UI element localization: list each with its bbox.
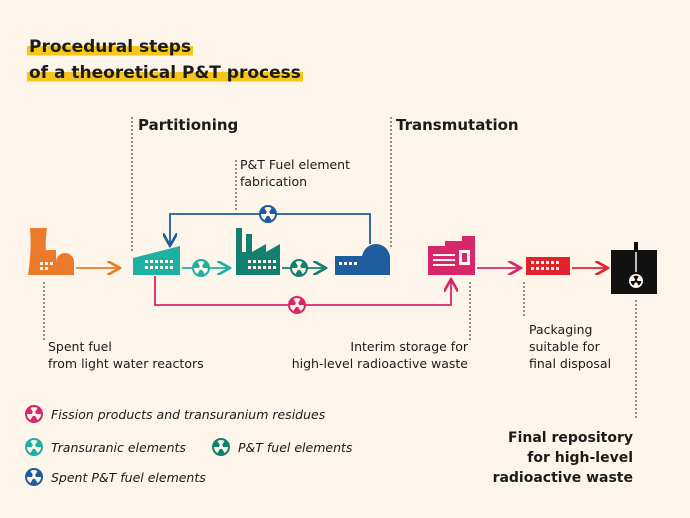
spent-fuel-line-2: from light water reactors — [48, 356, 204, 371]
packaging-plant-icon — [526, 257, 570, 275]
interim-line-2: high-level radioactive waste — [291, 356, 468, 371]
spent-fuel-label: Spent fuel from light water reactors — [48, 338, 204, 372]
spent-pt-radiation-icon — [25, 468, 43, 486]
spent-pt-flow-icon — [259, 205, 277, 223]
title-line-1: Procedural steps — [27, 37, 194, 57]
title-line-2: of a theoretical P&T process — [27, 63, 303, 83]
legend-fission: Fission products and transuranium residu… — [25, 405, 325, 423]
partitioning-plant-icon — [133, 246, 180, 275]
final-repository-icon — [611, 242, 657, 294]
packaging-line-1: Packaging — [529, 322, 593, 337]
transmutation-reactor-icon — [335, 244, 390, 275]
interim-line-1: Interim storage for — [350, 339, 468, 354]
spent-fuel-line-1: Spent fuel — [48, 339, 112, 354]
final-line-3: radioactive waste — [492, 470, 633, 486]
legend-spent-pt-label: Spent P&T fuel elements — [51, 469, 206, 485]
legend-pt-fuel: P&T fuel elements — [212, 438, 352, 456]
packaging-label: Packaging suitable for final disposal — [529, 321, 611, 372]
transuranic-radiation-icon — [25, 438, 43, 456]
legend-fission-label: Fission products and transuranium residu… — [51, 406, 326, 422]
legend-pt-fuel-label: P&T fuel elements — [238, 439, 353, 455]
fuel-fabrication-label: P&T Fuel element fabrication — [240, 156, 350, 190]
fuel-fabrication-line-2: fabrication — [240, 174, 308, 189]
final-line-2: for high-level — [527, 450, 633, 466]
fabrication-plant-icon — [236, 228, 280, 275]
interim-storage-icon — [428, 236, 475, 275]
fuel-fabrication-line-1: P&T Fuel element — [240, 157, 351, 172]
pt-fuel-flow-icon — [290, 259, 308, 277]
packaging-line-2: suitable for — [529, 339, 600, 354]
pt-fuel-radiation-icon — [212, 438, 230, 456]
interim-storage-label: Interim storage for high-level radioacti… — [292, 338, 468, 372]
page-title: Procedural steps of a theoretical P&T pr… — [27, 34, 303, 86]
legend-transuranic-label: Transuranic elements — [51, 439, 186, 455]
stage-transmutation: Transmutation — [396, 116, 519, 134]
final-line-1: Final repository — [508, 430, 633, 446]
transuranic-flow-icon — [192, 259, 210, 277]
packaging-line-3: final disposal — [529, 356, 612, 371]
legend-spent-pt: Spent P&T fuel elements — [25, 468, 206, 486]
legend-transuranic: Transuranic elements — [25, 438, 186, 456]
stage-partitioning: Partitioning — [138, 116, 239, 134]
reactor-icon — [28, 228, 74, 275]
fission-flow-icon — [288, 296, 306, 314]
fission-radiation-icon — [25, 405, 43, 423]
final-repository-label: Final repository for high-level radioact… — [493, 428, 633, 488]
